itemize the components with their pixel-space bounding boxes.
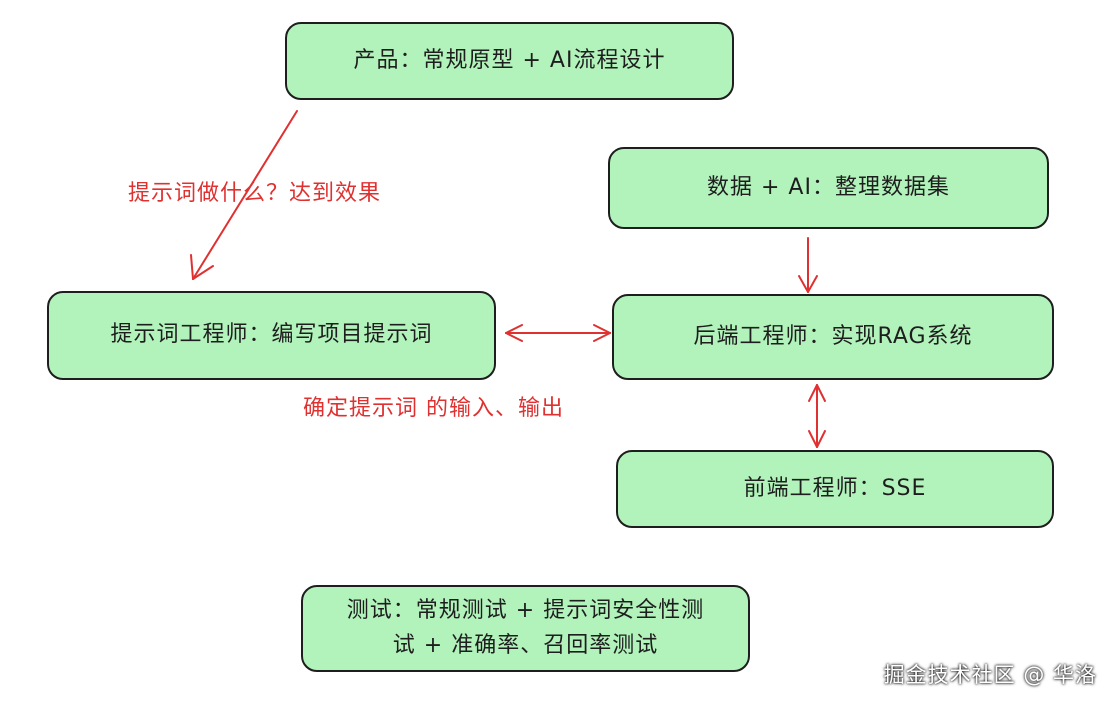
frontend-engineer-node-label: 前端工程师：SSE [743, 475, 927, 501]
edge-label-prompt-backend: 确定提示词 的输入、输出 [303, 396, 564, 421]
backend-engineer-node: 后端工程师：实现RAG系统 [612, 294, 1054, 380]
arrow-backend-frontend-bidirectional [808, 384, 826, 448]
prompt-engineer-node-label: 提示词工程师：编写项目提示词 [110, 322, 433, 348]
prompt-engineer-node: 提示词工程师：编写项目提示词 [47, 291, 496, 380]
edge-label-product-to-prompt: 提示词做什么？达到效果 [128, 181, 382, 206]
testing-node: 测试：常规测试 + 提示词安全性测 试 + 准确率、召回率测试 [301, 585, 750, 672]
testing-node-line2: 试 + 准确率、召回率测试 [392, 632, 659, 658]
arrow-prompt-backend-bidirectional [505, 324, 611, 342]
data-ai-node-label: 数据 + AI：整理数据集 [707, 174, 950, 200]
backend-engineer-node-label: 后端工程师：实现RAG系统 [693, 323, 973, 349]
product-node-label: 产品：常规原型 + AI流程设计 [353, 47, 666, 73]
product-node: 产品：常规原型 + AI流程设计 [285, 22, 734, 100]
arrow-data-to-backend [798, 237, 818, 293]
watermark: 掘金技术社区 @ 华洛 [883, 663, 1097, 687]
frontend-engineer-node: 前端工程师：SSE [616, 450, 1054, 528]
data-ai-node: 数据 + AI：整理数据集 [608, 147, 1049, 229]
testing-node-line1: 测试：常规测试 + 提示词安全性测 [346, 598, 705, 624]
arrow-product-to-prompt [190, 110, 298, 280]
